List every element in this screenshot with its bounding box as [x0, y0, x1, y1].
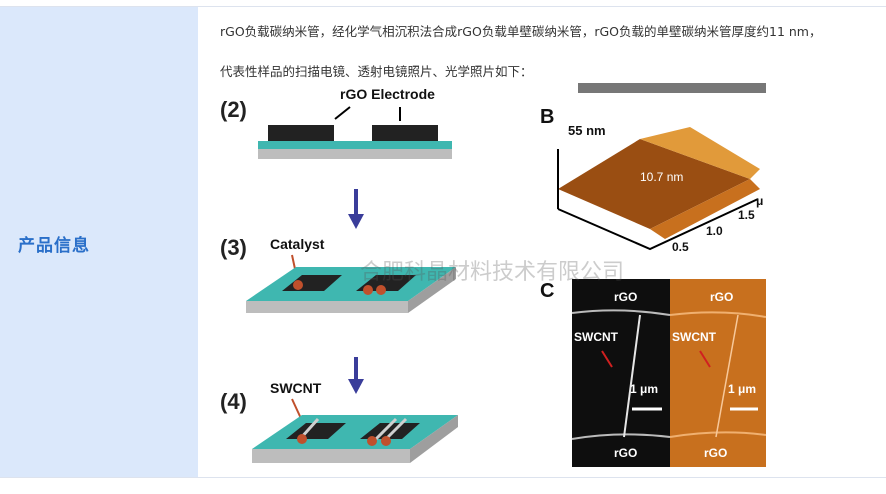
step3-annotation: Catalyst [270, 236, 325, 252]
afm-base-axes [557, 198, 759, 251]
step4-annotation: SWCNT [270, 380, 322, 396]
panel-c-sem-image [572, 279, 670, 467]
panel-c-mid-left: SWCNT [574, 330, 619, 344]
panel-c-top-left: rGO [614, 290, 637, 304]
sem-rgo-edge-top [571, 309, 671, 316]
substrate-front-3 [246, 301, 408, 313]
catalyst-particle-2 [363, 285, 373, 295]
process-arrow-2 [348, 357, 364, 394]
watermark: 合肥科晶材料技术有限公司 [360, 259, 624, 284]
substrate-base-2 [258, 149, 452, 159]
catalyst-particle-3 [376, 285, 386, 295]
process-arrow-1 [348, 189, 364, 229]
panel-c-scale-right: 1 μm [728, 382, 756, 396]
panel-c-top-right: rGO [710, 290, 733, 304]
catalyst-particle-6 [381, 436, 391, 446]
swcnt-tube-2 [374, 417, 398, 441]
swcnt-tube-3 [384, 417, 408, 441]
step3-label: (3) [220, 235, 247, 260]
afm-surface-step [640, 127, 760, 179]
substrate-side-3 [408, 267, 456, 313]
electrode-right [372, 125, 438, 141]
electrode-4b [360, 423, 420, 439]
panel-b-thickness: 10.7 nm [640, 170, 683, 184]
image-strip [578, 83, 766, 93]
product-info-row: 产品信息 rGO负载碳纳米管，经化学气相沉积法合成rGO负载单壁碳纳米管，rGO… [0, 6, 886, 478]
step2-annotation: rGO Electrode [340, 86, 435, 102]
optical-rgo-edge-top [669, 311, 767, 318]
optical-swcnt-line [715, 314, 739, 438]
catalyst-particle-4 [297, 434, 307, 444]
panel-b-tick-1: 0.5 [672, 240, 689, 254]
catalyst-particle-5 [367, 436, 377, 446]
afm-surface-front [650, 179, 760, 239]
panel-b-height: 55 nm [568, 123, 606, 138]
row-label: 产品信息 [18, 236, 90, 256]
description-line-1: rGO负载碳纳米管，经化学气相沉积法合成rGO负载单壁碳纳米管，rGO负载的单壁… [220, 24, 822, 39]
arrow-to-electrode-left [334, 106, 351, 120]
substrate-side-4 [410, 415, 458, 463]
panel-b-axis-unit: μ [756, 194, 763, 208]
panel-c-optical-image [670, 279, 766, 467]
step2-label: (2) [220, 97, 247, 122]
panel-c-bottom-left: rGO [614, 446, 637, 460]
panel-b-tick-2: 1.0 [706, 224, 723, 238]
panel-b-tick-3: 1.5 [738, 208, 755, 222]
optical-pointer [699, 350, 711, 368]
afm-surface-left [558, 139, 750, 229]
optical-rgo-edge-bottom [669, 431, 767, 438]
electrode-left [268, 125, 334, 141]
row-content: rGO负载碳纳米管，经化学气相沉积法合成rGO负载单壁碳纳米管，rGO负载的单壁… [200, 7, 886, 477]
substrate-top-2 [258, 141, 452, 149]
sem-rgo-edge-bottom [571, 433, 671, 440]
panel-c-scale-left: 1 μm [630, 382, 658, 396]
row-label-cell: 产品信息 [0, 7, 198, 477]
product-figure: (2) rGO Electrode (3) Catalyst [220, 83, 767, 467]
substrate-front-4 [252, 449, 410, 463]
panel-c-bottom-right: rGO [704, 446, 727, 460]
panel-c-mid-right: SWCNT [672, 330, 717, 344]
sem-pointer [601, 350, 613, 368]
panel-c-label: C [540, 280, 554, 302]
panel-b-label: B [540, 106, 554, 128]
catalyst-particle-1 [293, 280, 303, 290]
step4-label: (4) [220, 389, 247, 414]
sem-swcnt-line [623, 314, 641, 438]
description-line-2: 代表性样品的扫描电镜、透射电镜照片、光学照片如下： [220, 64, 533, 79]
